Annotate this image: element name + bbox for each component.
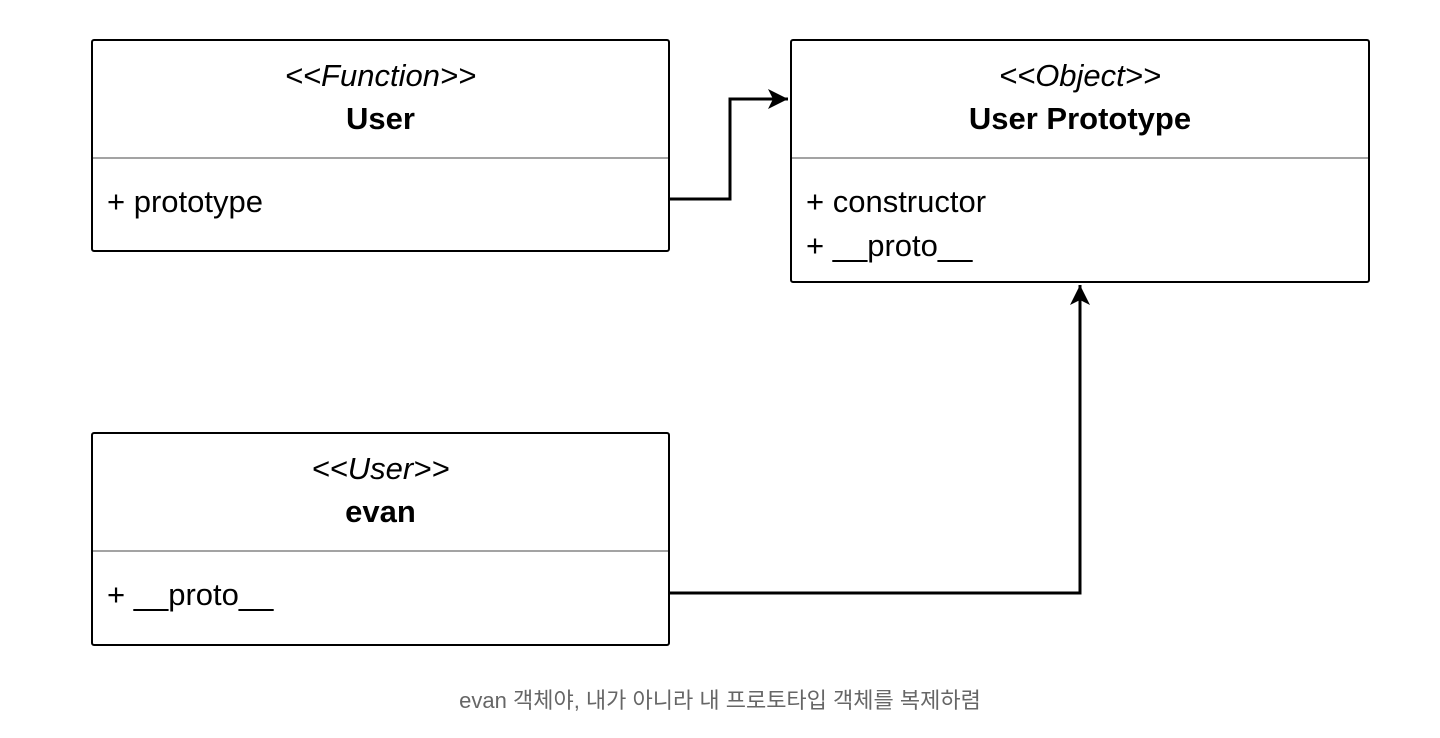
user-class-box: <<Function>> User + prototype <box>91 39 670 252</box>
evan-class-name: evan <box>345 494 416 529</box>
evan-class-divider <box>93 550 668 552</box>
user-class-name: User <box>346 101 415 136</box>
evan-to-prototype-connector <box>670 285 1090 595</box>
user-stereotype: <<Function>> <box>284 58 477 93</box>
user-class-divider <box>93 157 668 159</box>
user-prototype-class-header: <<Object>> User Prototype <box>792 41 1368 157</box>
evan-class-box: <<User>> evan + __proto__ <box>91 432 670 646</box>
user-prototype-class-name: User Prototype <box>968 101 1192 136</box>
user-prototype-attribute-constructor: + constructor <box>806 184 987 219</box>
evan-class-header: <<User>> evan <box>93 434 668 550</box>
user-prototype-attribute-proto: + __proto__ <box>806 228 973 263</box>
evan-stereotype: <<User>> <box>311 451 450 486</box>
figure-caption: evan 객체야, 내가 아니라 내 프로토타입 객체를 복제하렴 <box>459 688 981 713</box>
user-prototype-stereotype: <<Object>> <box>998 58 1161 93</box>
user-prototype-class-divider <box>792 157 1368 159</box>
user-attribute-prototype: + prototype <box>107 184 263 219</box>
user-class-header: <<Function>> User <box>93 41 668 157</box>
user-to-prototype-connector <box>670 89 788 201</box>
evan-attribute-list: + __proto__ <box>107 573 658 617</box>
evan-attribute-proto: + __proto__ <box>107 577 274 612</box>
user-attribute-list: + prototype <box>107 180 658 224</box>
user-prototype-class-box: <<Object>> User Prototype + constructor … <box>790 39 1370 283</box>
user-prototype-attribute-list: + constructor + __proto__ <box>806 180 1358 268</box>
